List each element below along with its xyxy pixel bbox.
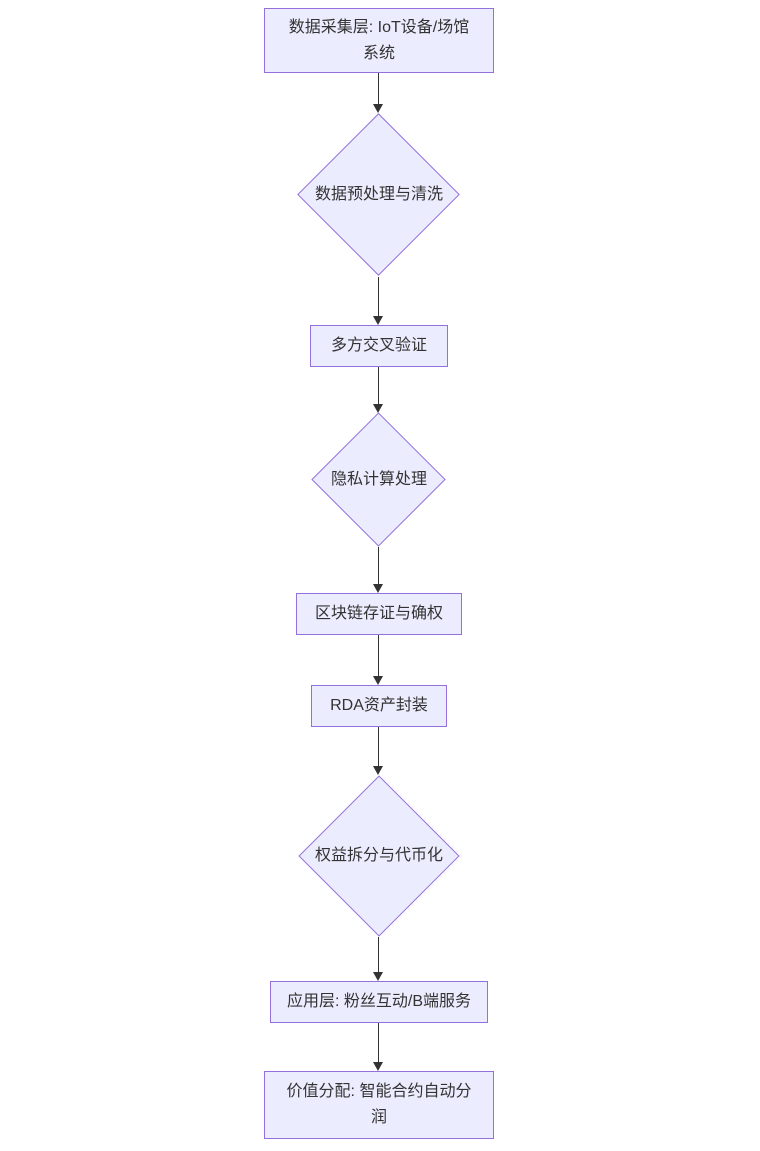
flow-edge-2 — [373, 277, 384, 325]
edge-line — [378, 635, 379, 678]
flow-edge-4 — [373, 547, 384, 593]
node-label: 数据采集层: IoT设备/场馆 系统 — [288, 18, 470, 62]
arrow-down-icon — [373, 404, 383, 413]
node-data-collection-layer: 数据采集层: IoT设备/场馆 系统 — [264, 8, 494, 73]
arrow-down-icon — [373, 1062, 383, 1071]
node-blockchain-notarization: 区块链存证与确权 — [296, 593, 462, 635]
edge-line — [378, 277, 379, 318]
arrow-down-icon — [373, 676, 383, 685]
node-label: 多方交叉验证 — [330, 337, 427, 355]
arrow-down-icon — [373, 316, 383, 325]
node-rights-split-tokenization: 权益拆分与代币化 — [298, 775, 460, 937]
arrow-down-icon — [373, 766, 383, 775]
node-label: RDA资产封装 — [330, 697, 428, 715]
edge-line — [378, 937, 379, 974]
flow-edge-7 — [373, 937, 384, 981]
arrow-down-icon — [373, 972, 383, 981]
node-rda-asset-packaging: RDA资产封装 — [311, 685, 447, 727]
edge-line — [378, 73, 379, 106]
node-data-preprocessing: 数据预处理与清洗 — [297, 113, 460, 277]
edge-line — [378, 1023, 379, 1064]
node-label: 价值分配: 智能合约自动分 润 — [286, 1083, 472, 1126]
flow-edge-5 — [373, 635, 384, 685]
arrow-down-icon — [373, 104, 383, 113]
node-label: 应用层: 粉丝互动/B端服务 — [286, 993, 471, 1011]
flow-edge-8 — [373, 1023, 384, 1071]
edge-line — [378, 547, 379, 586]
node-application-layer: 应用层: 粉丝互动/B端服务 — [270, 981, 488, 1023]
flow-edge-6 — [373, 727, 384, 775]
arrow-down-icon — [373, 584, 383, 593]
node-label: 数据预处理与清洗 — [314, 186, 443, 204]
node-label: 隐私计算处理 — [330, 471, 427, 489]
flow-edge-3 — [373, 367, 384, 413]
node-label: 区块链存证与确权 — [314, 605, 443, 623]
edge-line — [378, 727, 379, 768]
edge-line — [378, 367, 379, 406]
node-privacy-computing: 隐私计算处理 — [311, 412, 446, 547]
flow-edge-1 — [373, 73, 384, 113]
node-label: 权益拆分与代币化 — [314, 847, 443, 865]
node-multiparty-cross-validation: 多方交叉验证 — [310, 325, 448, 367]
node-value-distribution: 价值分配: 智能合约自动分 润 — [264, 1071, 494, 1139]
